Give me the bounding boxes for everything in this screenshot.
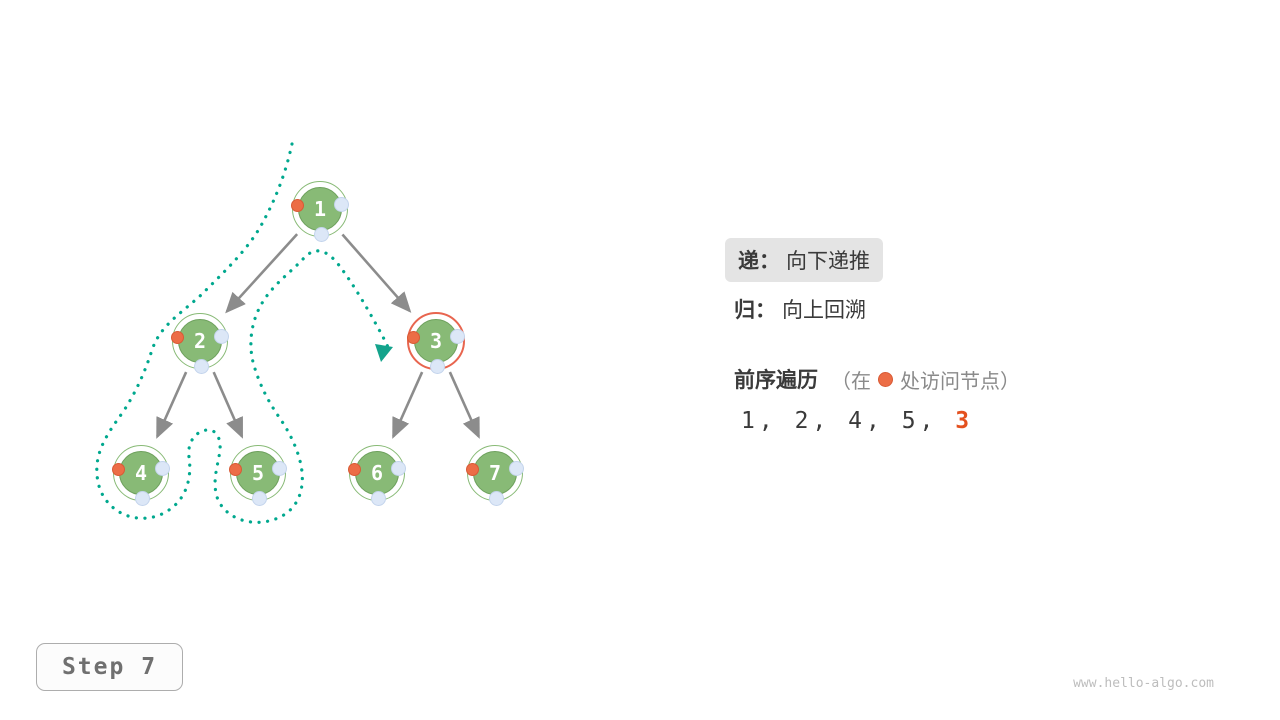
sequence-value: 4	[848, 408, 866, 434]
postorder-dot-icon	[314, 227, 329, 242]
postorder-dot-icon	[430, 359, 445, 374]
tree-edge	[392, 371, 424, 439]
tree-edge	[156, 371, 188, 439]
inorder-dot-icon	[155, 461, 170, 476]
sequence-current-value: 3	[955, 408, 974, 434]
tree-edge	[212, 371, 244, 439]
legend-recurse-key: 递：	[738, 250, 780, 273]
tree-edge	[448, 371, 480, 439]
sequence-value: 5	[901, 408, 920, 434]
tree-node-2: 2	[169, 310, 231, 374]
preorder-visit-dot-icon	[348, 463, 361, 476]
inorder-dot-icon	[391, 461, 406, 476]
legend-traversal-note-close: 处访问节点）	[900, 370, 1020, 393]
legend-recurse: 递： 向下递推	[725, 238, 883, 282]
postorder-dot-icon	[371, 491, 386, 506]
tree-edge	[225, 233, 299, 314]
sequence-separator: ,	[919, 408, 956, 434]
tree-edge	[341, 233, 412, 313]
sequence-value: 1	[741, 408, 759, 434]
legend-backtrack-key: 归：	[734, 299, 776, 322]
preorder-visit-dot-icon	[407, 331, 420, 344]
tree-node-7: 7	[464, 442, 526, 506]
watermark: www.hello-algo.com	[1073, 676, 1214, 691]
inorder-dot-icon	[334, 197, 349, 212]
postorder-dot-icon	[252, 491, 267, 506]
postorder-dot-icon	[135, 491, 150, 506]
sequence-separator: ,	[812, 408, 849, 434]
tree-node-4: 4	[110, 442, 172, 506]
legend-traversal: 前序遍历 （在 处访问节点）	[734, 364, 1020, 394]
tree-node-1: 1	[289, 178, 351, 242]
tree-node-5: 5	[227, 442, 289, 506]
preorder-visit-dot-icon	[229, 463, 242, 476]
inorder-dot-icon	[450, 329, 465, 344]
inorder-dot-icon	[272, 461, 287, 476]
preorder-visit-dot-icon	[291, 199, 304, 212]
legend-traversal-note-open: （在	[831, 370, 871, 393]
legend-traversal-title: 前序遍历	[734, 369, 818, 392]
tree-node-6: 6	[346, 442, 408, 506]
sequence-separator: ,	[865, 408, 902, 434]
inorder-dot-icon	[509, 461, 524, 476]
current-position-pointer-icon	[375, 344, 393, 362]
preorder-visit-dot-icon	[112, 463, 125, 476]
preorder-visit-dot-icon	[171, 331, 184, 344]
step-indicator: Step 7	[36, 643, 183, 691]
legend-backtrack-text: 向上回溯	[782, 299, 866, 322]
postorder-dot-icon	[489, 491, 504, 506]
postorder-dot-icon	[194, 359, 209, 374]
tree-node-3: 3	[405, 310, 467, 374]
traversal-sequence: 1, 2, 4, 5, 3	[741, 408, 973, 434]
sequence-value: 2	[794, 408, 813, 434]
visit-marker-icon	[878, 371, 893, 387]
legend-recurse-text: 向下递推	[786, 250, 870, 273]
inorder-dot-icon	[214, 329, 229, 344]
preorder-visit-dot-icon	[466, 463, 479, 476]
legend-backtrack: 归： 向上回溯	[734, 294, 866, 324]
sequence-separator: ,	[758, 408, 795, 434]
